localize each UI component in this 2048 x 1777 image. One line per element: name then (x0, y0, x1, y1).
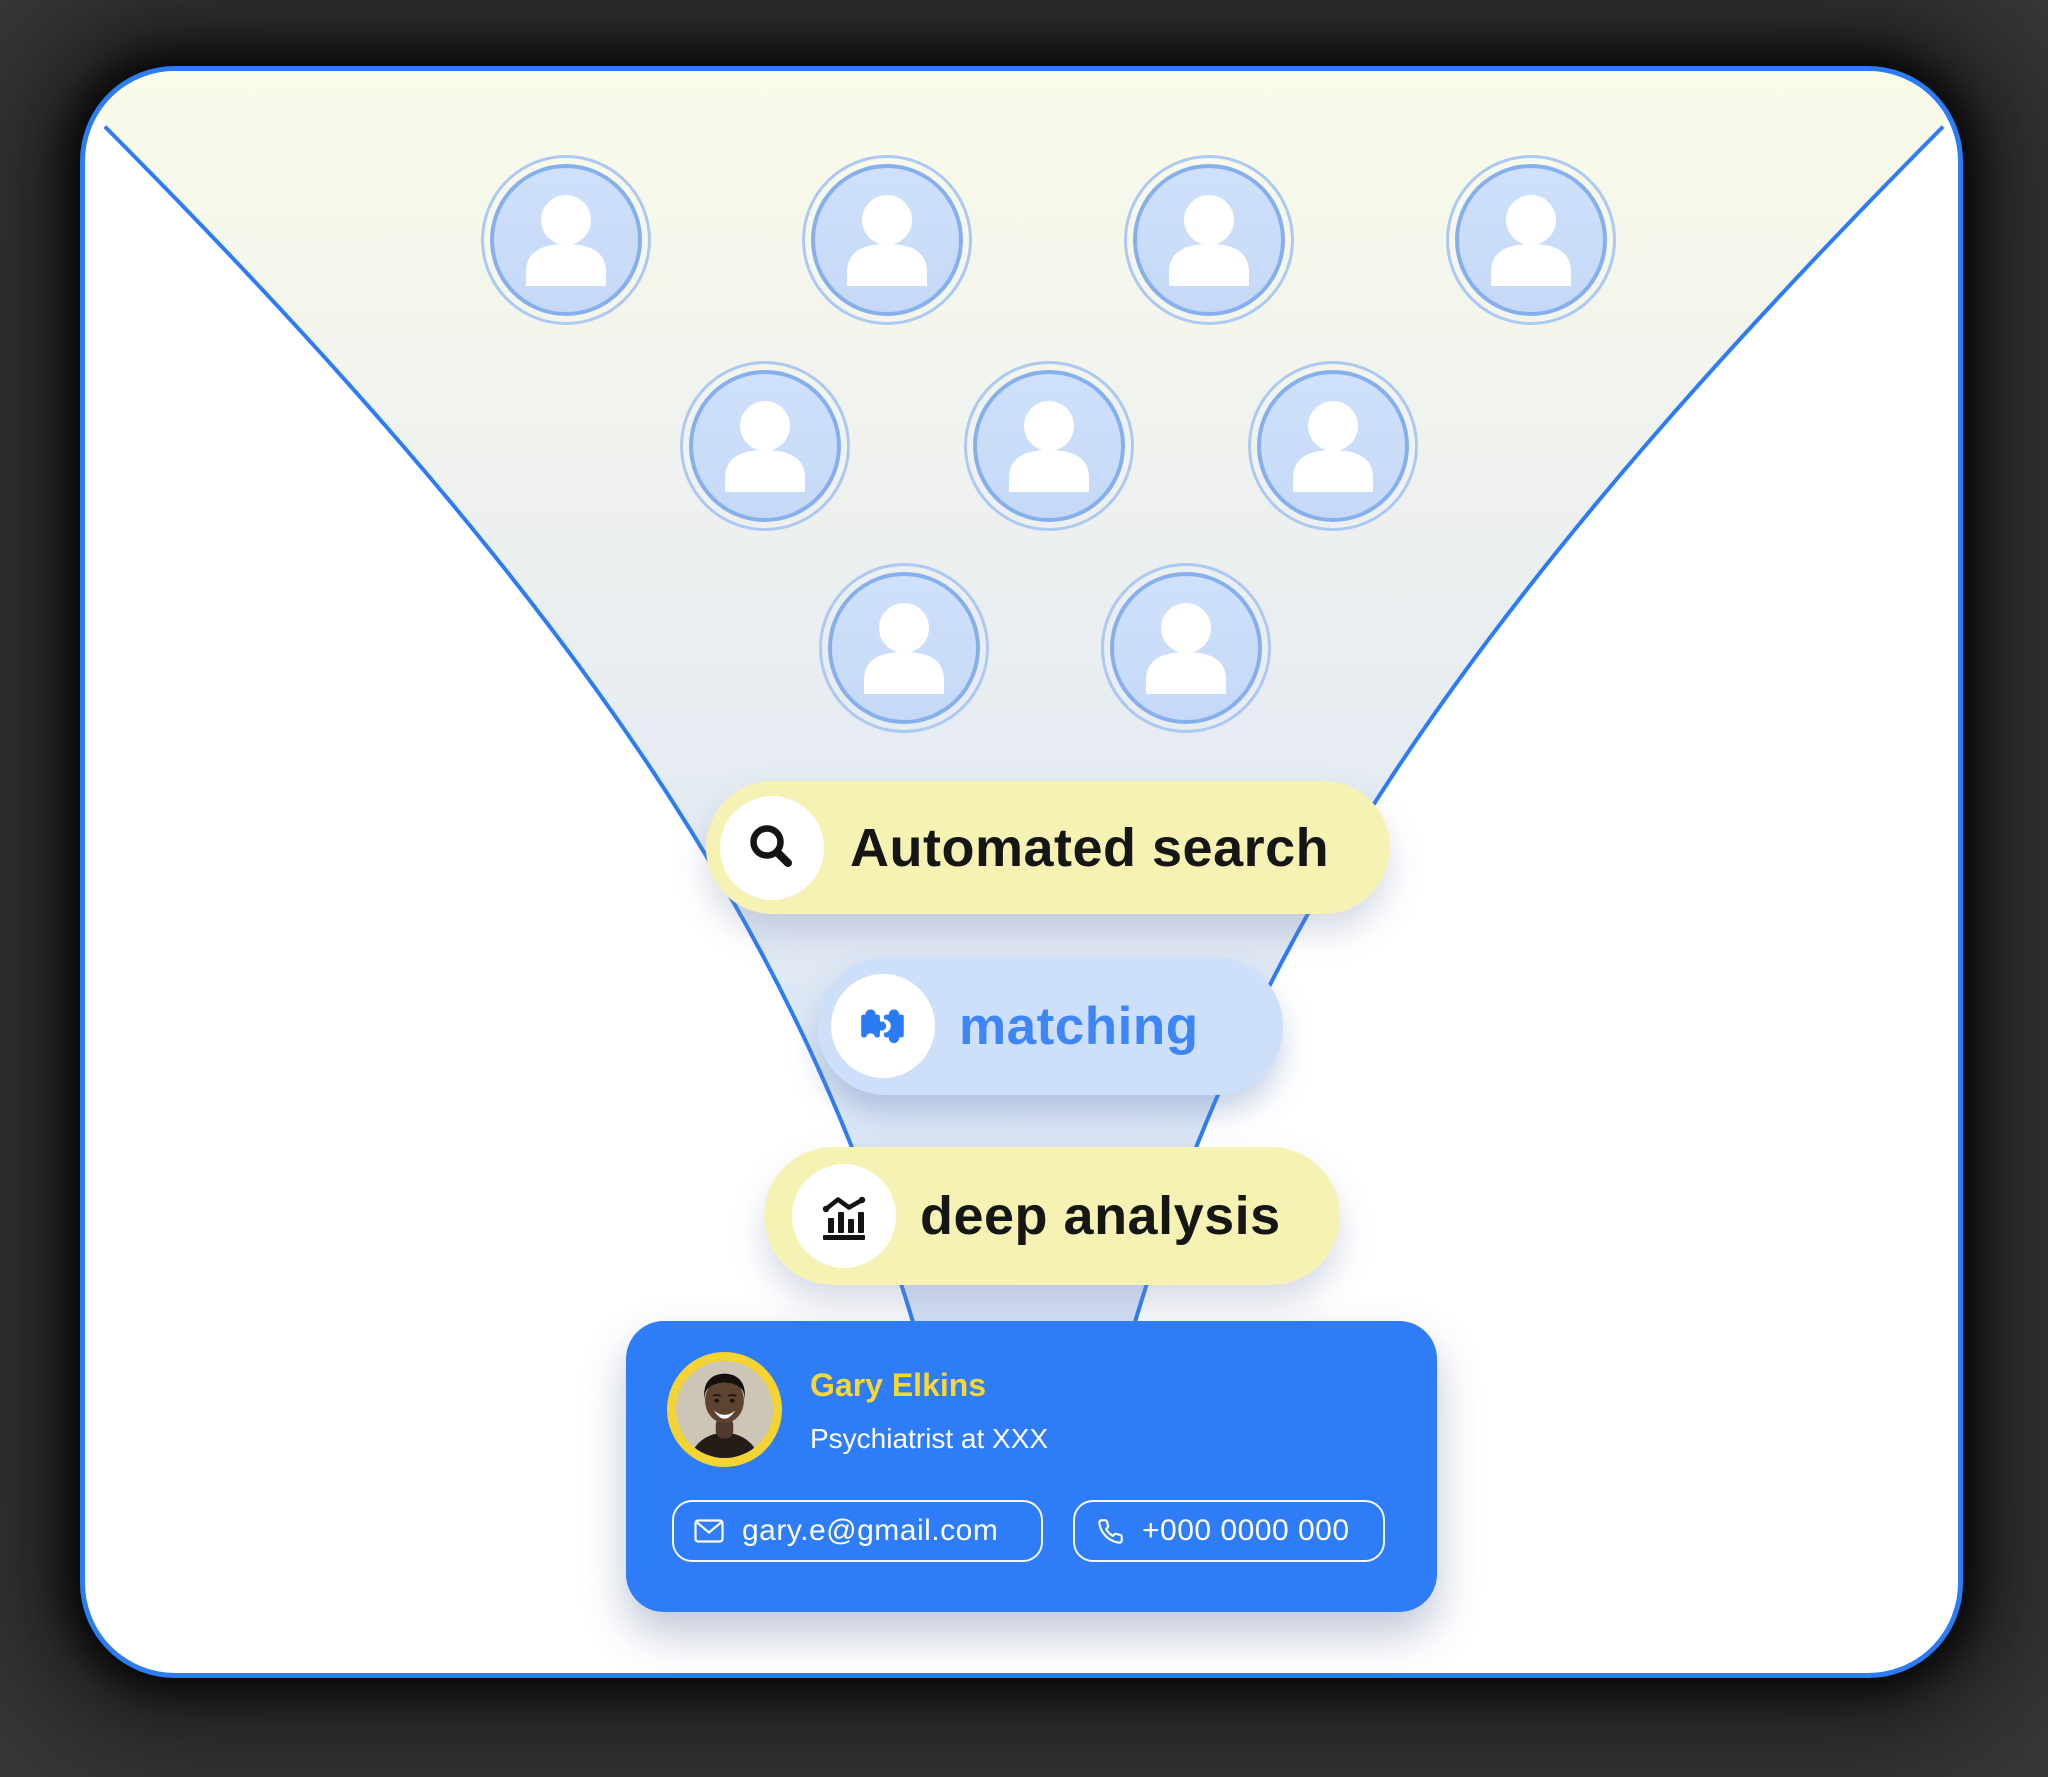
candidate-avatar (1124, 155, 1294, 325)
person-icon (725, 401, 805, 492)
candidate-avatar (1101, 563, 1271, 733)
candidate-avatar (1248, 361, 1418, 531)
person-icon (1146, 603, 1226, 694)
contact-avatar (667, 1352, 782, 1467)
stage-label: matching (959, 996, 1199, 1056)
email-chip[interactable]: gary.e@gmail.com (672, 1500, 1043, 1562)
person-icon (526, 195, 606, 286)
portrait-illustration (676, 1361, 773, 1458)
candidate-avatar (680, 361, 850, 531)
stage-pill-deep-analysis[interactable]: deep analysis (764, 1147, 1340, 1285)
email-value: gary.e@gmail.com (742, 1514, 999, 1547)
stage-pill-matching[interactable]: matching (817, 957, 1283, 1095)
person-icon (1169, 195, 1249, 286)
phone-value: +000 0000 000 (1142, 1514, 1350, 1547)
bar-chart-icon (792, 1164, 896, 1268)
person-icon (1293, 401, 1373, 492)
candidate-avatar (802, 155, 972, 325)
search-icon (720, 795, 824, 900)
envelope-icon (694, 1519, 724, 1543)
person-icon (847, 195, 927, 286)
contact-name: Gary Elkins (810, 1367, 987, 1403)
contact-card: Gary Elkins Psychiatrist at XXX gary.e@g… (626, 1321, 1437, 1612)
person-icon (864, 603, 944, 694)
contact-title: Psychiatrist at XXX (810, 1423, 1049, 1454)
phone-icon (1098, 1518, 1123, 1544)
stage-label: Automated search (850, 817, 1330, 878)
puzzle-icon (831, 974, 935, 1078)
main-card: Automated search (80, 66, 1963, 1678)
person-icon (1491, 195, 1571, 286)
candidate-avatar (964, 361, 1134, 531)
phone-chip[interactable]: +000 0000 000 (1073, 1500, 1385, 1562)
candidate-avatar (481, 155, 651, 325)
stage-label: deep analysis (920, 1186, 1281, 1246)
person-icon (1009, 401, 1089, 492)
candidate-avatar (819, 563, 989, 733)
candidate-avatar (1446, 155, 1616, 325)
stage-pill-automated-search[interactable]: Automated search (706, 781, 1390, 914)
